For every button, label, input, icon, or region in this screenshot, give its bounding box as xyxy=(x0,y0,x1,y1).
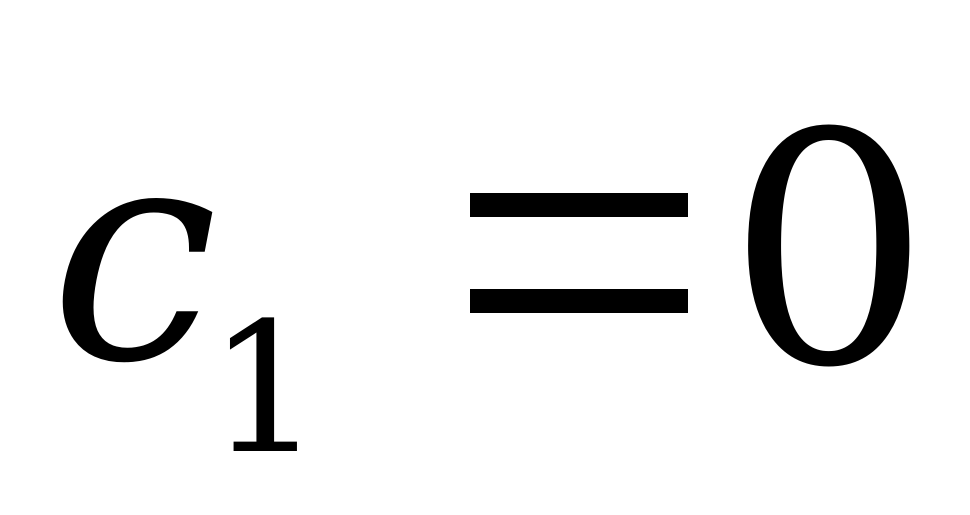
variable-c: c xyxy=(50,80,219,429)
equals-bar-top xyxy=(470,193,688,217)
value-zero: 0 xyxy=(727,66,931,438)
subscript-1: 1 xyxy=(208,285,323,494)
equals-sign xyxy=(470,193,688,319)
equals-bar-bottom xyxy=(470,289,688,313)
